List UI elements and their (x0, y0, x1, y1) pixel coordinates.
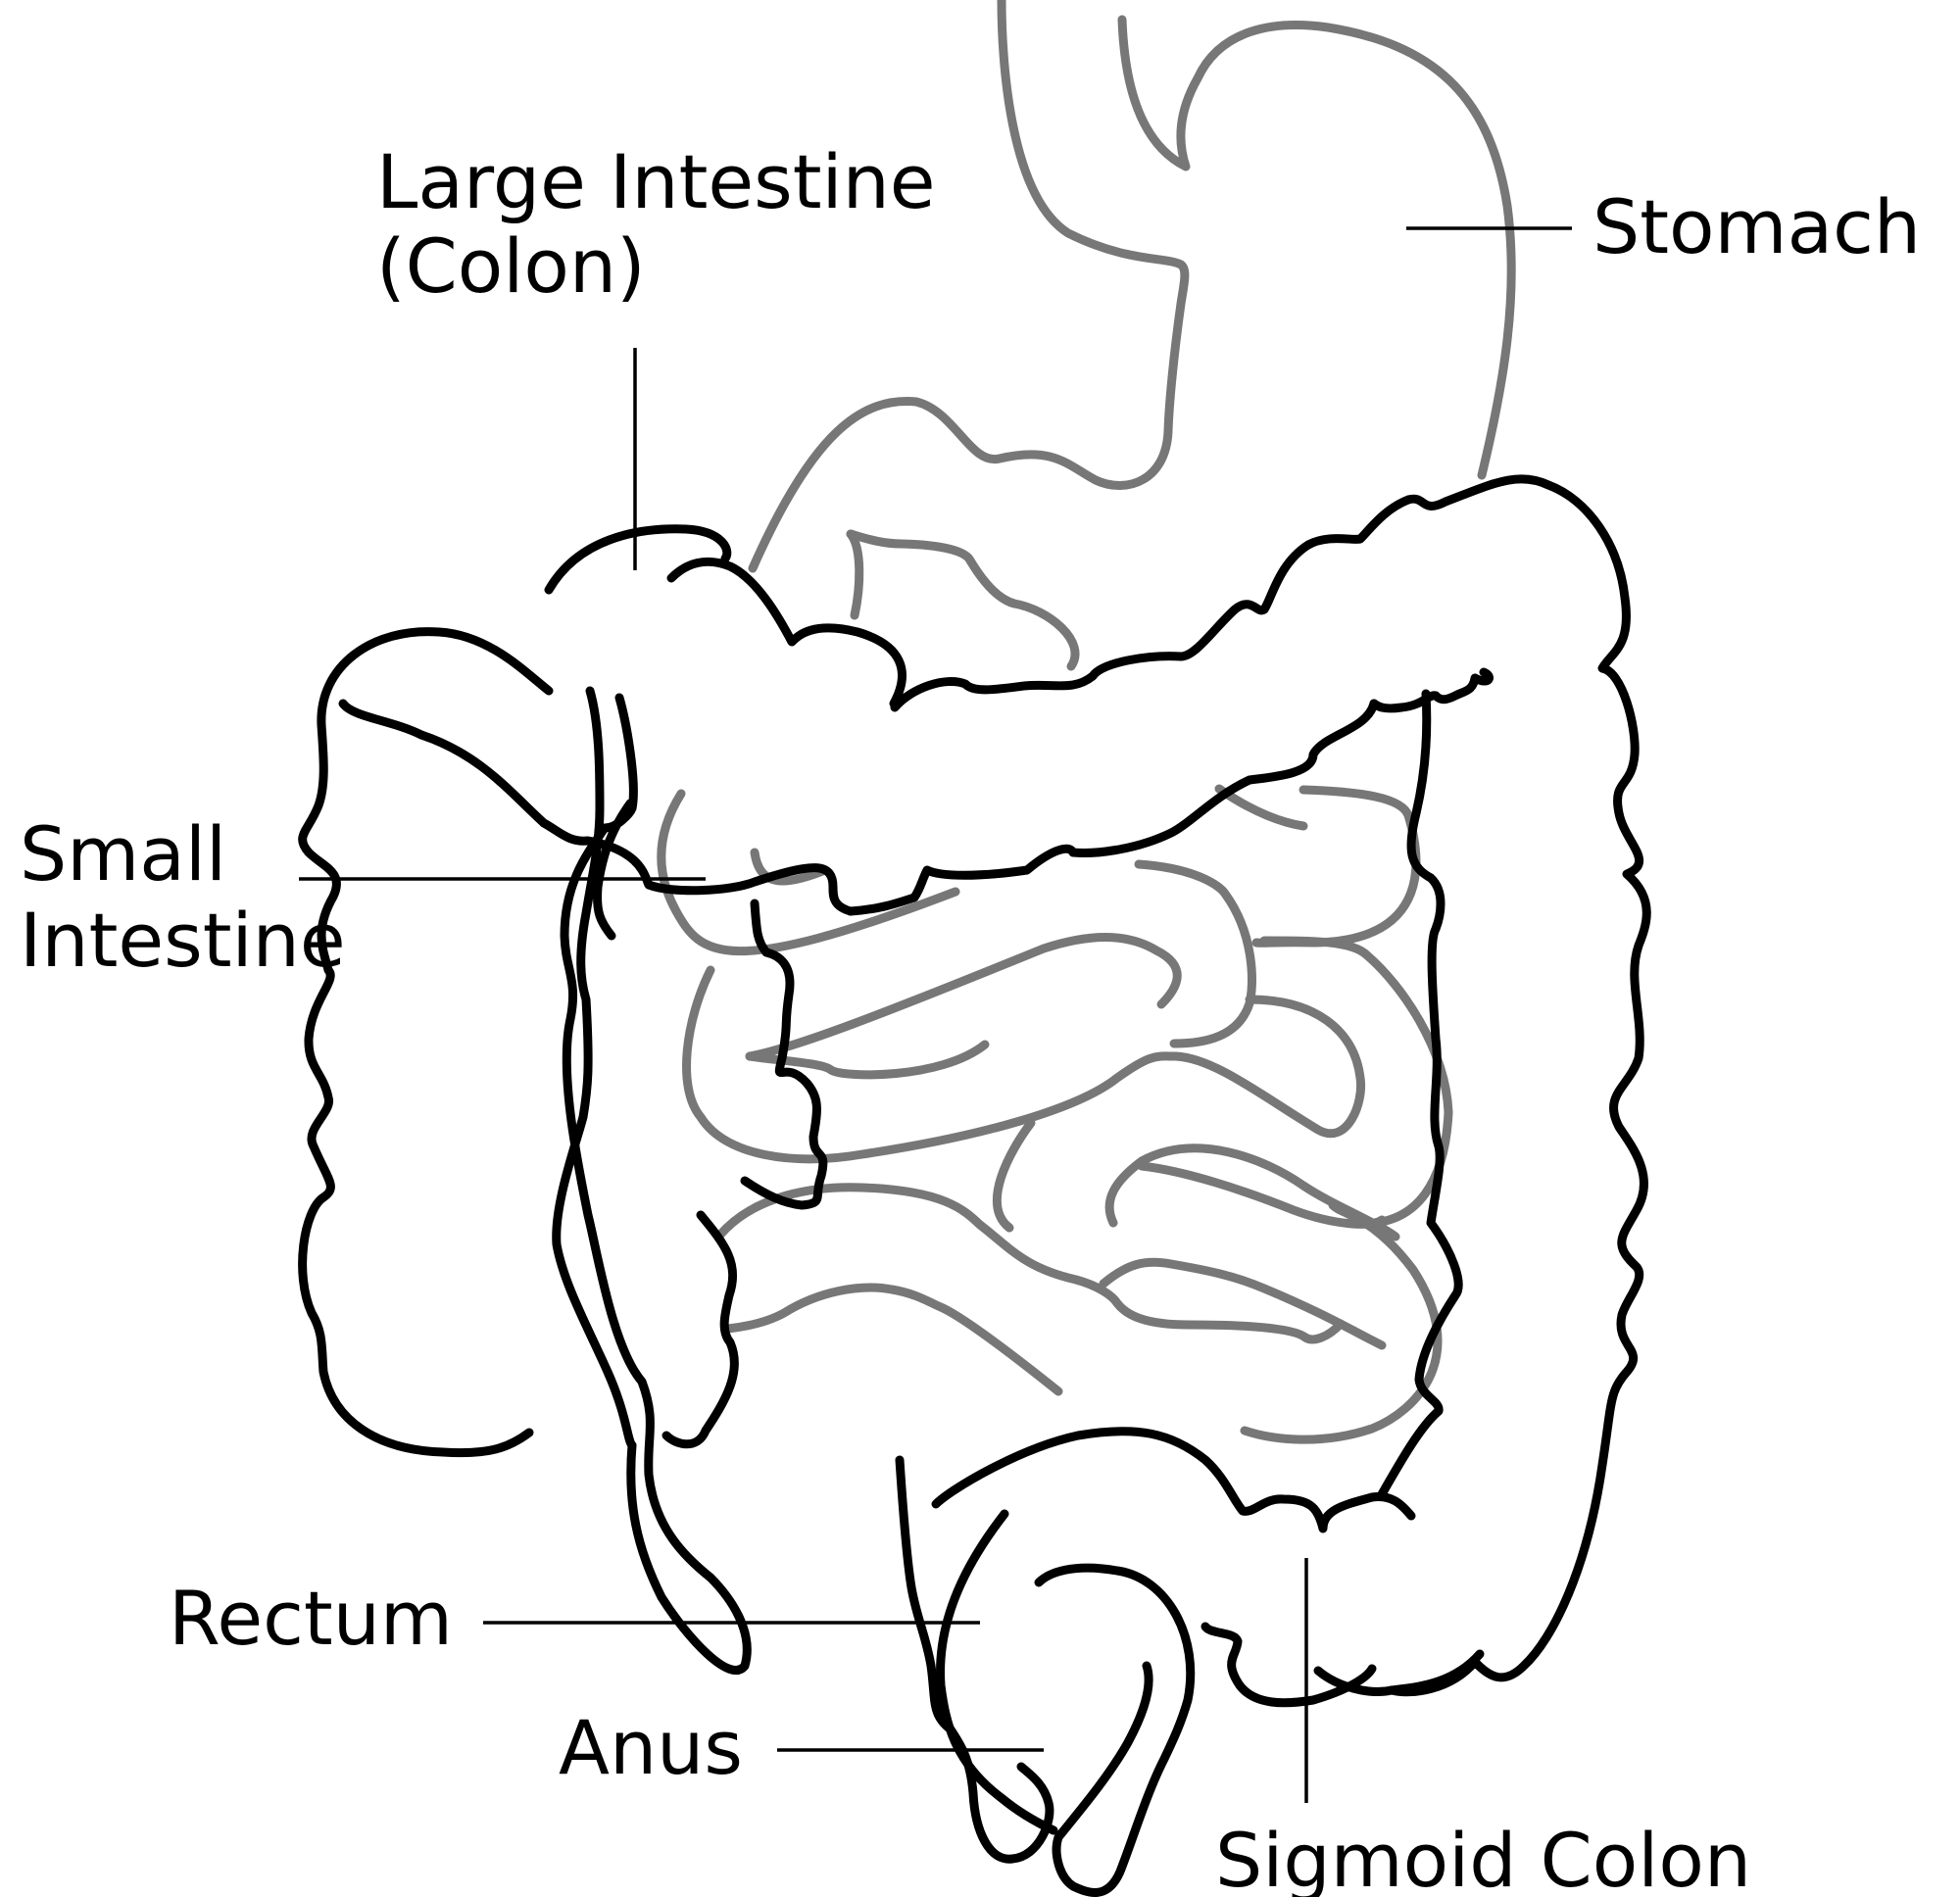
sigmoid-colon-label: Sigmoid Colon (1215, 1817, 1751, 1897)
stomach-outline (748, 0, 1516, 573)
stomach-label: Stomach (1592, 183, 1921, 270)
rectum-label: Rectum (169, 1575, 453, 1662)
small-intestine-label-line2: Intestine (20, 897, 346, 984)
large-intestine-outline (298, 474, 1651, 1897)
leader-lines (299, 226, 1572, 1803)
small-intestine-label: Small (20, 810, 226, 898)
large-intestine-label: Large Intestine (376, 138, 936, 225)
anus-label: Anus (559, 1704, 743, 1791)
small-intestine-loops (657, 529, 1453, 1444)
large-intestine-label-colon: (Colon) (376, 222, 646, 310)
